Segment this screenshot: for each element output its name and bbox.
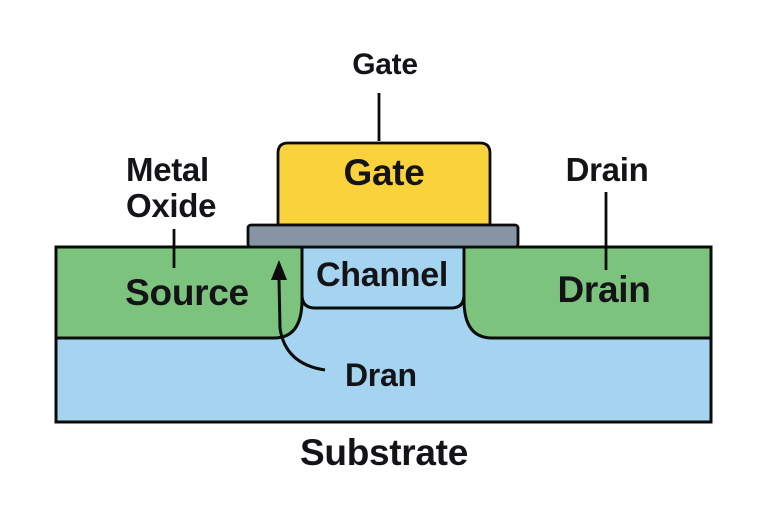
channel-region-label: Channel [315,256,449,294]
source-region-label: Source [125,272,249,313]
dran-callout-label: Dran [345,357,417,393]
dran-arrowhead [271,260,287,280]
dran-arrow-shaft [277,278,326,372]
gate-region-label: Gate [343,152,425,193]
dran-arrow-icon [271,260,326,372]
drain-callout-label: Drain [565,151,649,188]
metal-oxide-line1: Metal [126,151,209,188]
gate-electrode [276,141,492,227]
drain-region-label: Drain [557,269,651,310]
metal-oxide-line2: Oxide [126,187,217,224]
substrate-label: Substrate [300,432,468,473]
gate-callout-label: Gate [352,48,418,81]
channel-region [300,245,466,310]
oxide-layer [246,223,520,249]
metal-oxide-callout-label: Metal Oxide [126,151,217,224]
